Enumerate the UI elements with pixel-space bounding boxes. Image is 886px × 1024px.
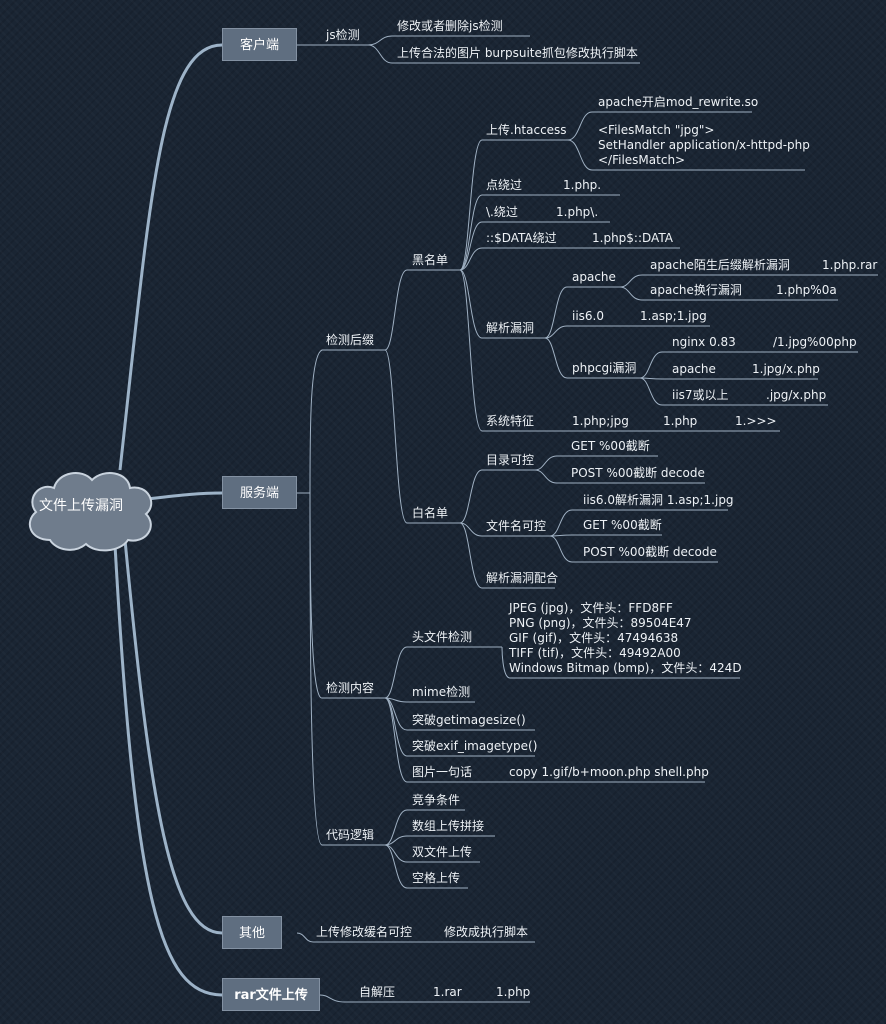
branch-other: 其他 — [222, 916, 282, 949]
branch-client: 客户端 — [222, 28, 297, 61]
node-parse-vuln: 解析漏洞 — [486, 321, 535, 335]
node-array-concat: 数组上传拼接 — [412, 819, 485, 833]
node-bslash-bypass-value: 1.php\. — [556, 205, 599, 219]
node-space-upload: 空格上传 — [412, 871, 461, 885]
node-system-feature-2: 1.php — [663, 414, 698, 428]
node-whitelist: 白名单 — [412, 506, 449, 520]
node-phpcgi-apache-value: 1.jpg/x.php — [752, 362, 820, 376]
root-label: 文件上传漏洞 — [39, 498, 123, 514]
node-apache-unknown-suffix-value: 1.php.rar — [822, 258, 878, 272]
node-htaccess: 上传.htaccess — [486, 123, 567, 137]
node-rename-value: 修改成执行脚本 — [444, 925, 529, 939]
node-code-logic: 代码逻辑 — [326, 828, 375, 842]
node-data-bypass-value: 1.php$::DATA — [592, 231, 673, 245]
node-phpcgi-apache: apache — [672, 362, 716, 376]
node-fname-get: GET %00截断 — [583, 518, 662, 532]
node-fname-post: POST %00截断 decode — [583, 545, 717, 559]
node-content-check: 检测内容 — [326, 681, 375, 695]
node-apache-newline: apache换行漏洞 — [650, 283, 742, 297]
node-getimagesize: 突破getimagesize() — [412, 713, 526, 727]
node-apache-newline-value: 1.php%0a — [776, 283, 837, 297]
node-iis6: iis6.0 — [572, 309, 605, 323]
node-js-remove: 修改或者删除js检测 — [397, 19, 503, 33]
node-system-feature-3: 1.>>> — [735, 414, 777, 428]
node-htaccess-filesmatch: <FilesMatch "jpg"> SetHandler applicatio… — [598, 123, 810, 167]
node-double-file: 双文件上传 — [412, 845, 473, 859]
branch-rar-label: rar文件上传 — [234, 988, 308, 1003]
node-suffix-check: 检测后缀 — [326, 333, 375, 347]
branch-rar: rar文件上传 — [222, 978, 320, 1011]
node-js-burpsuite: 上传合法的图片 burpsuite抓包修改执行脚本 — [397, 46, 638, 60]
node-dir-get: GET %00截断 — [571, 439, 650, 453]
node-header-list: JPEG (jpg)，文件头：FFD8FF PNG (png)，文件头：8950… — [509, 601, 742, 675]
node-iis7-value: .jpg/x.php — [766, 388, 827, 402]
node-filename-control: 文件名可控 — [486, 519, 547, 533]
branch-other-label: 其他 — [238, 926, 265, 941]
node-self-extract: 自解压 — [359, 985, 396, 999]
branch-server-label: 服务端 — [239, 486, 279, 501]
node-apache: apache — [572, 270, 616, 284]
node-rar-value: 1.rar — [433, 985, 462, 999]
node-dir-control: 目录可控 — [486, 453, 535, 467]
node-race: 竞争条件 — [412, 793, 461, 807]
node-image-shell-value: copy 1.gif/b+moon.php shell.php — [509, 765, 709, 779]
node-htaccess-rewrite: apache开启mod_rewrite.so — [598, 95, 759, 109]
node-mime-check: mime检测 — [412, 685, 471, 699]
node-header-check: 头文件检测 — [412, 630, 473, 644]
node-system-feature: 系统特征 — [486, 414, 535, 428]
node-dot-bypass: 点绕过 — [486, 178, 523, 192]
node-iis7: iis7或以上 — [672, 388, 729, 402]
node-nginx-value: /1.jpg%00php — [773, 335, 857, 349]
branch-client-label: 客户端 — [239, 38, 279, 53]
root-cloud — [28, 472, 153, 552]
node-php-value: 1.php — [496, 985, 531, 999]
node-exif: 突破exif_imagetype() — [412, 739, 538, 753]
node-image-shell: 图片一句话 — [412, 765, 473, 779]
node-bslash-bypass: \.绕过 — [486, 205, 518, 219]
node-fname-iis: iis6.0解析漏洞 1.asp;1.jpg — [583, 493, 734, 507]
branch-server: 服务端 — [222, 476, 297, 509]
node-data-bypass: ::$DATA绕过 — [486, 231, 557, 245]
node-system-feature-1: 1.php;jpg — [572, 414, 629, 428]
node-dot-bypass-value: 1.php. — [563, 178, 602, 192]
node-parse-combo: 解析漏洞配合 — [486, 571, 559, 585]
node-nginx: nginx 0.83 — [672, 335, 736, 349]
node-apache-unknown-suffix: apache陌生后缀解析漏洞 — [650, 258, 790, 272]
node-blacklist: 黑名单 — [412, 253, 449, 267]
node-iis6-value: 1.asp;1.jpg — [640, 309, 707, 323]
node-dir-post: POST %00截断 decode — [571, 466, 705, 480]
node-rename-control: 上传修改缓名可控 — [316, 925, 413, 939]
node-phpcgi: phpcgi漏洞 — [572, 361, 637, 375]
node-js-check: js检测 — [326, 28, 360, 42]
